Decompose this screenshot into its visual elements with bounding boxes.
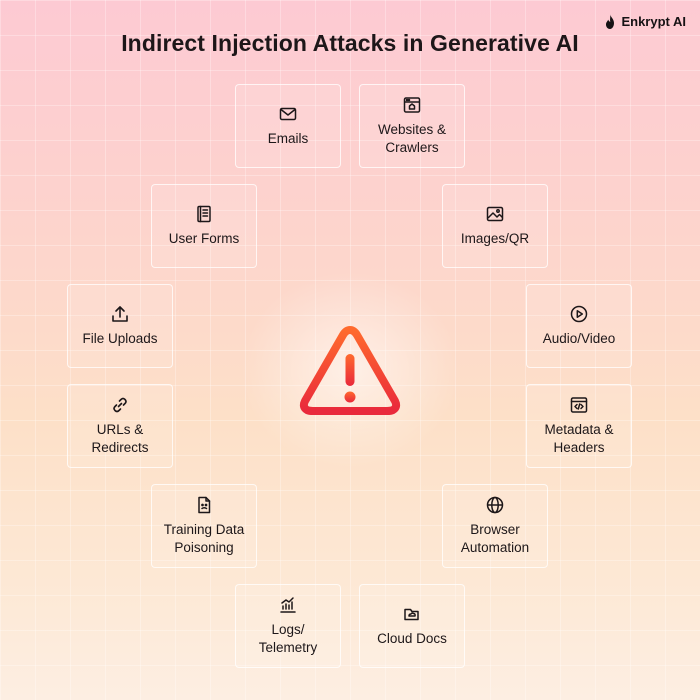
code-window-icon bbox=[569, 395, 589, 415]
upload-icon bbox=[110, 304, 130, 324]
node-label: File Uploads bbox=[82, 331, 158, 346]
node-label: Cloud Docs bbox=[377, 631, 447, 646]
node-logs: Logs/Telemetry bbox=[235, 584, 341, 668]
mail-icon bbox=[278, 104, 298, 124]
form-icon bbox=[194, 204, 214, 224]
node-metadata: Metadata &Headers bbox=[526, 384, 632, 468]
node-audio: Audio/Video bbox=[526, 284, 632, 368]
browser-window-icon bbox=[402, 95, 422, 115]
node-cloud: Cloud Docs bbox=[359, 584, 465, 668]
flame-icon bbox=[606, 14, 615, 29]
warning-triangle-icon bbox=[299, 326, 401, 415]
node-label: Images/QR bbox=[460, 231, 530, 246]
link-icon bbox=[110, 395, 130, 415]
node-websites: Websites &Crawlers bbox=[359, 84, 465, 168]
node-label: Emails bbox=[267, 131, 309, 146]
folder-icon bbox=[402, 604, 422, 624]
node-uploads: File Uploads bbox=[67, 284, 173, 368]
node-label: Metadata &Headers bbox=[544, 422, 614, 455]
node-forms: User Forms bbox=[151, 184, 257, 268]
page-title: Indirect Injection Attacks in Generative… bbox=[121, 30, 579, 56]
image-icon bbox=[485, 204, 505, 224]
brand-name: Enkrypt AI bbox=[621, 14, 686, 29]
warning-center bbox=[275, 295, 425, 445]
globe-icon bbox=[485, 495, 505, 515]
node-label: URLs &Redirects bbox=[91, 422, 149, 455]
node-label: Websites &Crawlers bbox=[377, 122, 447, 155]
chart-icon bbox=[278, 595, 298, 615]
node-emails: Emails bbox=[235, 84, 341, 168]
node-urls: URLs &Redirects bbox=[67, 384, 173, 468]
node-images: Images/QR bbox=[442, 184, 548, 268]
play-icon bbox=[569, 304, 589, 324]
node-label: User Forms bbox=[168, 231, 240, 246]
poisoned-file-icon bbox=[194, 495, 214, 515]
brand-logo: Enkrypt AI bbox=[604, 14, 686, 29]
node-label: Logs/Telemetry bbox=[258, 622, 318, 655]
node-label: Audio/Video bbox=[542, 331, 616, 346]
